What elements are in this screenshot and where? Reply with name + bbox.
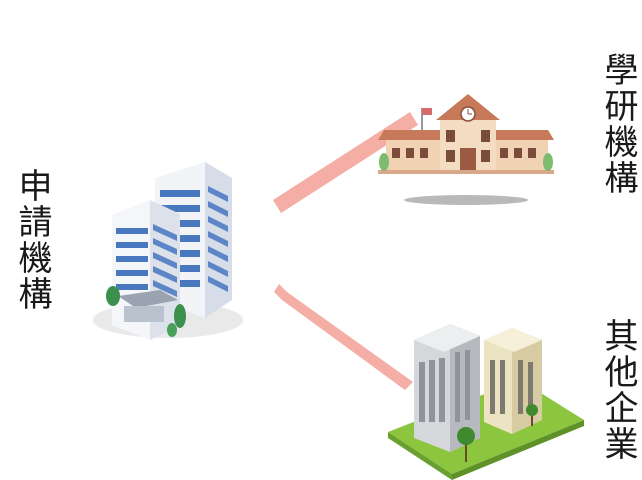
applicant-building-icon	[93, 162, 243, 340]
school-building-icon	[378, 94, 554, 205]
label-research-institution: 學研機構	[598, 52, 638, 196]
enterprise-buildings-icon	[388, 324, 584, 480]
label-applicant-institution: 申請機構	[12, 168, 52, 312]
label-other-enterprise: 其他企業	[598, 318, 638, 462]
connector-to-other	[274, 284, 413, 390]
